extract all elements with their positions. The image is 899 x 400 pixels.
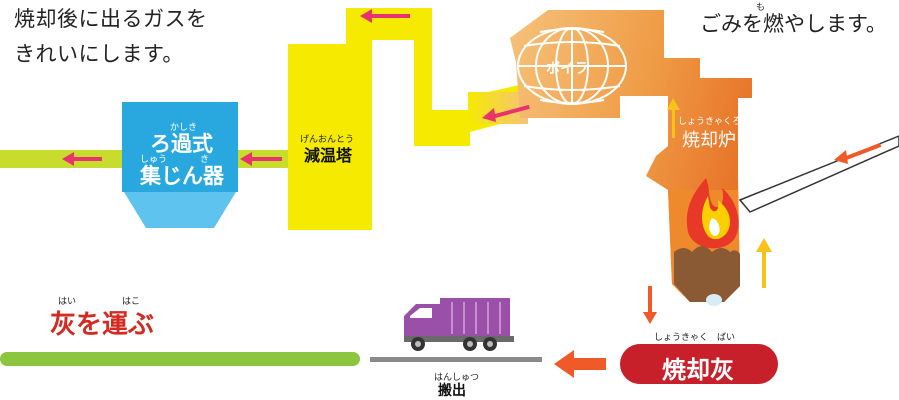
truck-icon [404,298,514,351]
haulout-label: 搬出 [438,383,466,399]
arrow-left-icon [240,152,282,166]
cooling-tower-ruby: げんおんとう [300,135,355,145]
burn-description: ごみを燃やします。 [700,12,887,36]
air-flow-arrows [667,98,772,288]
filter-hopper [124,192,236,228]
cooling-tower-ducts [288,8,560,230]
arrow-up-icon [756,238,772,288]
filter-body [122,102,238,192]
flame-core-icon [709,218,720,236]
furnace-ruby: しょうきゃくろ [678,117,742,127]
drip [706,294,722,306]
filter-label-line1: ろ過式 [150,132,213,156]
gas-cleaning-description-line1: 焼却後に出るガスを [14,7,208,31]
filter-ruby-shuu: しゅう [140,155,168,165]
filter-label-line2: 集じん器 [140,164,224,188]
carry-ash-ruby-hako: はこ [122,297,141,307]
arrow-up-icon [667,98,680,138]
arrow-down-icon [643,286,657,324]
haulout-ruby: はんしゅつ [434,373,480,383]
arrow-left-icon [360,9,410,23]
ash-ruby: しょうきゃく ばい [654,333,736,343]
arrow-left-icon [554,350,606,378]
ash-flow-arrows [554,142,882,378]
arrow-left-icon [62,152,102,166]
carry-ash-ruby-hai: はい [58,297,77,307]
gas-flow-arrows [62,9,530,166]
filter-ruby-ki: き [200,155,210,165]
flame-inner-icon [702,196,730,240]
ash-box [620,344,778,384]
ash-pile [674,246,740,302]
road-line [370,357,542,362]
boiler-globe-icon [517,27,627,105]
arrow-left-icon [834,142,882,164]
boiler-label: ボイラ [546,61,588,77]
ash-label: 焼却灰 [662,356,734,384]
cooling-tower-label: 減温塔 [304,146,353,165]
carry-ash-label: 灰を運ぶ [50,310,155,340]
ground-line [0,352,360,366]
gas-cleaning-description-line2: きれいにします。 [14,42,184,66]
furnace-label: 焼却炉 [682,130,736,151]
filter-ruby: かしき [170,123,198,133]
ruby-mo: も [756,3,766,13]
arrow-left-icon [482,104,530,122]
